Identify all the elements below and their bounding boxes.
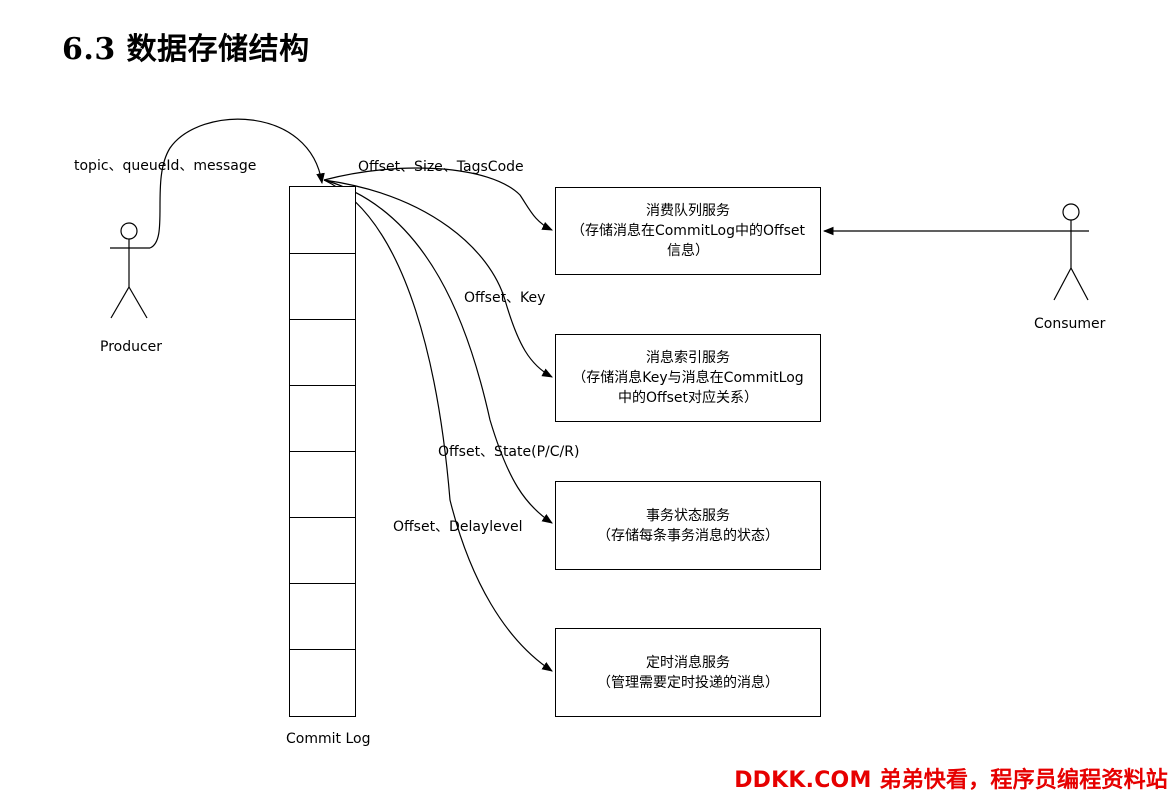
watermark: DDKK.COM 弟弟快看，程序员编程资料站 <box>734 768 1168 793</box>
service-desc: （存储消息Key与消息在CommitLog <box>572 370 804 386</box>
service-title: 消息索引服务 <box>646 350 730 366</box>
service-desc: 中的Offset对应关系） <box>617 390 759 406</box>
producer-to-log-arrow <box>149 118 325 249</box>
service-title: 消费队列服务 <box>646 203 730 219</box>
log-to-schedule-arrow <box>323 179 553 672</box>
edge-label-producer: topic、queueId、message <box>74 158 257 174</box>
commit-log-cell <box>289 319 356 386</box>
commit-log-cell <box>289 649 356 717</box>
commit-log-cell <box>289 451 356 518</box>
log-to-index-arrow <box>323 179 553 378</box>
consumer-figure <box>1053 203 1089 301</box>
service-desc: 信息） <box>667 243 709 259</box>
service-desc: （管理需要定时投递的消息） <box>597 674 779 691</box>
consumer-label: Consumer <box>1034 316 1106 332</box>
service-box-transaction: 事务状态服务 （存储每条事务消息的状态） <box>555 481 821 570</box>
commit-log-cell <box>289 385 356 452</box>
edge-label-transaction: Offset、State(P/C/R) <box>438 444 580 460</box>
service-box-schedule: 定时消息服务 （管理需要定时投递的消息） <box>555 628 821 717</box>
log-to-consume-queue-arrow <box>323 167 553 231</box>
service-title: 事务状态服务 <box>646 507 730 524</box>
commit-log-cell <box>289 517 356 584</box>
producer-label: Producer <box>100 339 163 355</box>
page-title: 6.3 数据存储结构 <box>62 32 310 67</box>
commit-log-cell <box>289 186 356 254</box>
commit-log-cell <box>289 253 356 320</box>
service-title: 定时消息服务 <box>646 654 730 671</box>
edge-label-index: Offset、Key <box>464 290 546 306</box>
edge-label-schedule: Offset、Delaylevel <box>393 519 523 535</box>
service-desc: （存储消息在CommitLog中的Offset <box>570 223 806 239</box>
edge-label-consume-queue: Offset、Size、TagsCode <box>358 159 524 175</box>
service-box-consume-queue: 消费队列服务 （存储消息在CommitLog中的Offset 信息） <box>555 187 821 275</box>
commit-log-label: Commit Log <box>286 731 371 747</box>
service-desc: （存储每条事务消息的状态） <box>597 527 779 544</box>
service-box-index: 消息索引服务 （存储消息Key与消息在CommitLog 中的Offset对应关… <box>555 334 821 422</box>
log-to-transaction-arrow <box>323 179 553 524</box>
commit-log-cell <box>289 583 356 650</box>
producer-figure <box>110 222 150 319</box>
